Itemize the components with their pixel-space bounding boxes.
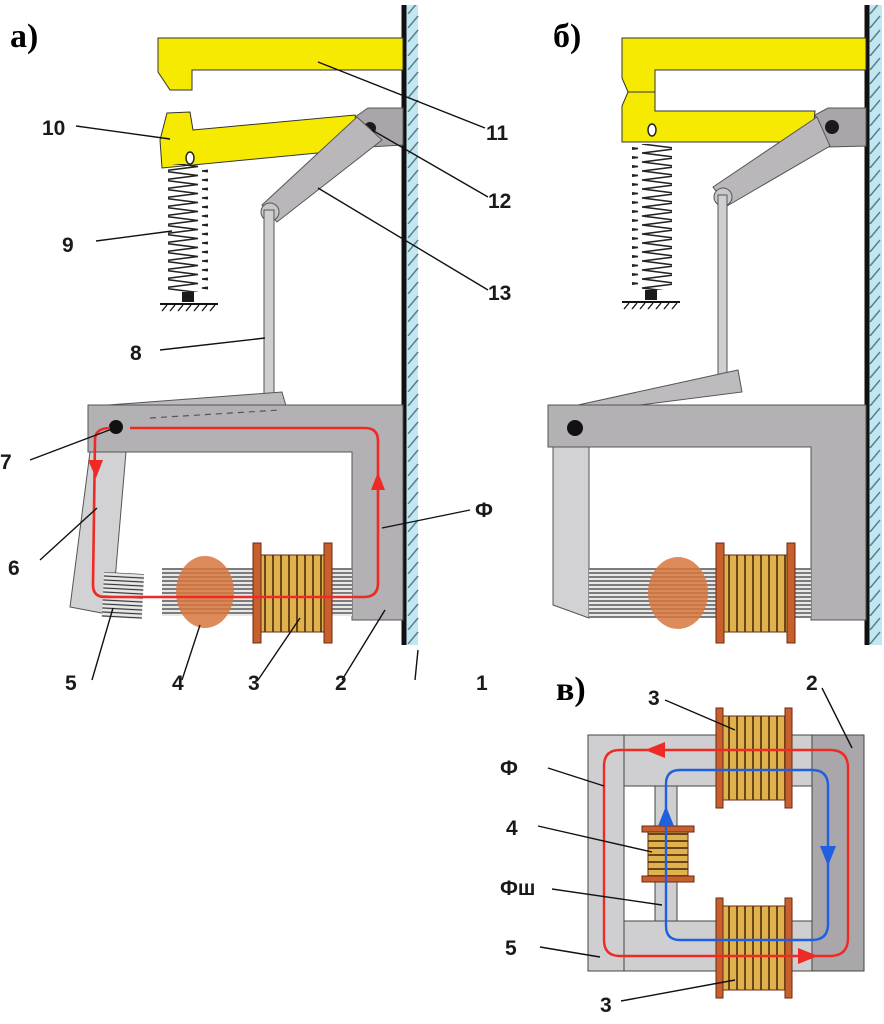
spring-9-b xyxy=(622,144,680,310)
label-5: 5 xyxy=(65,672,77,695)
spring-9 xyxy=(160,164,218,312)
label-c-2: 2 xyxy=(806,672,818,695)
label-c-5: 5 xyxy=(505,937,517,960)
mounting-wall-a xyxy=(401,5,419,645)
label-3: 3 xyxy=(248,672,260,695)
label-c-flux: Ф xyxy=(500,757,518,780)
panel-a: а) xyxy=(0,5,511,695)
coil-3 xyxy=(252,542,333,644)
coil-3-b xyxy=(715,542,796,644)
fixed-contact-11-closed xyxy=(621,37,867,93)
flux-arrow-down xyxy=(88,460,103,478)
label-7: 7 xyxy=(0,451,12,474)
flux-red-arrow-left xyxy=(645,742,665,758)
label-9: 9 xyxy=(62,234,74,257)
pivot-12-b xyxy=(814,107,867,148)
label-c-3-bottom: 3 xyxy=(600,994,612,1017)
leader-lines-c xyxy=(537,687,853,1002)
leader-lines-a xyxy=(29,61,489,681)
rod-8 xyxy=(263,209,275,407)
label-c-3-top: 3 xyxy=(648,687,660,710)
pole-piece-5 xyxy=(101,571,145,620)
spring-hook xyxy=(185,151,195,165)
rod-8-b xyxy=(717,194,728,384)
coil-3-bottom xyxy=(715,897,793,999)
label-2: 2 xyxy=(335,672,347,695)
label-4: 4 xyxy=(172,672,184,695)
label-12: 12 xyxy=(488,190,511,213)
flux-arrow-up xyxy=(371,472,385,490)
label-13: 13 xyxy=(488,282,511,305)
label-6: 6 xyxy=(8,557,20,580)
flux-blue-arrow-down xyxy=(820,846,836,866)
label-8: 8 xyxy=(130,342,142,365)
label-10: 10 xyxy=(42,117,65,140)
pivot-7-b xyxy=(567,420,583,436)
coil-3-top xyxy=(715,707,793,809)
fixed-contact-11 xyxy=(157,37,404,91)
panel-b: б) xyxy=(547,5,882,645)
armature-6-b xyxy=(552,446,590,619)
flux-red-loop xyxy=(602,748,850,958)
label-1: 1 xyxy=(476,672,488,695)
flux-red-arrow-right xyxy=(798,948,818,964)
panel-a-title: а) xyxy=(10,18,38,55)
label-flux: Ф xyxy=(475,499,493,522)
flux-blue-arrow-up xyxy=(658,806,674,826)
pivot-7 xyxy=(109,420,123,434)
panel-c-title: в) xyxy=(556,671,586,708)
shading-coil-4 xyxy=(176,556,234,628)
label-11: 11 xyxy=(486,122,509,145)
label-c-4: 4 xyxy=(506,817,518,840)
panel-b-title: б) xyxy=(553,18,581,55)
panel-c: в) xyxy=(500,671,865,1017)
mounting-wall-b xyxy=(864,5,882,645)
label-c-shunt-flux: Фш xyxy=(500,877,535,900)
shading-coil-4-b xyxy=(648,557,708,629)
shunt-coil-4 xyxy=(641,825,695,883)
yoke-2-c xyxy=(811,734,865,972)
